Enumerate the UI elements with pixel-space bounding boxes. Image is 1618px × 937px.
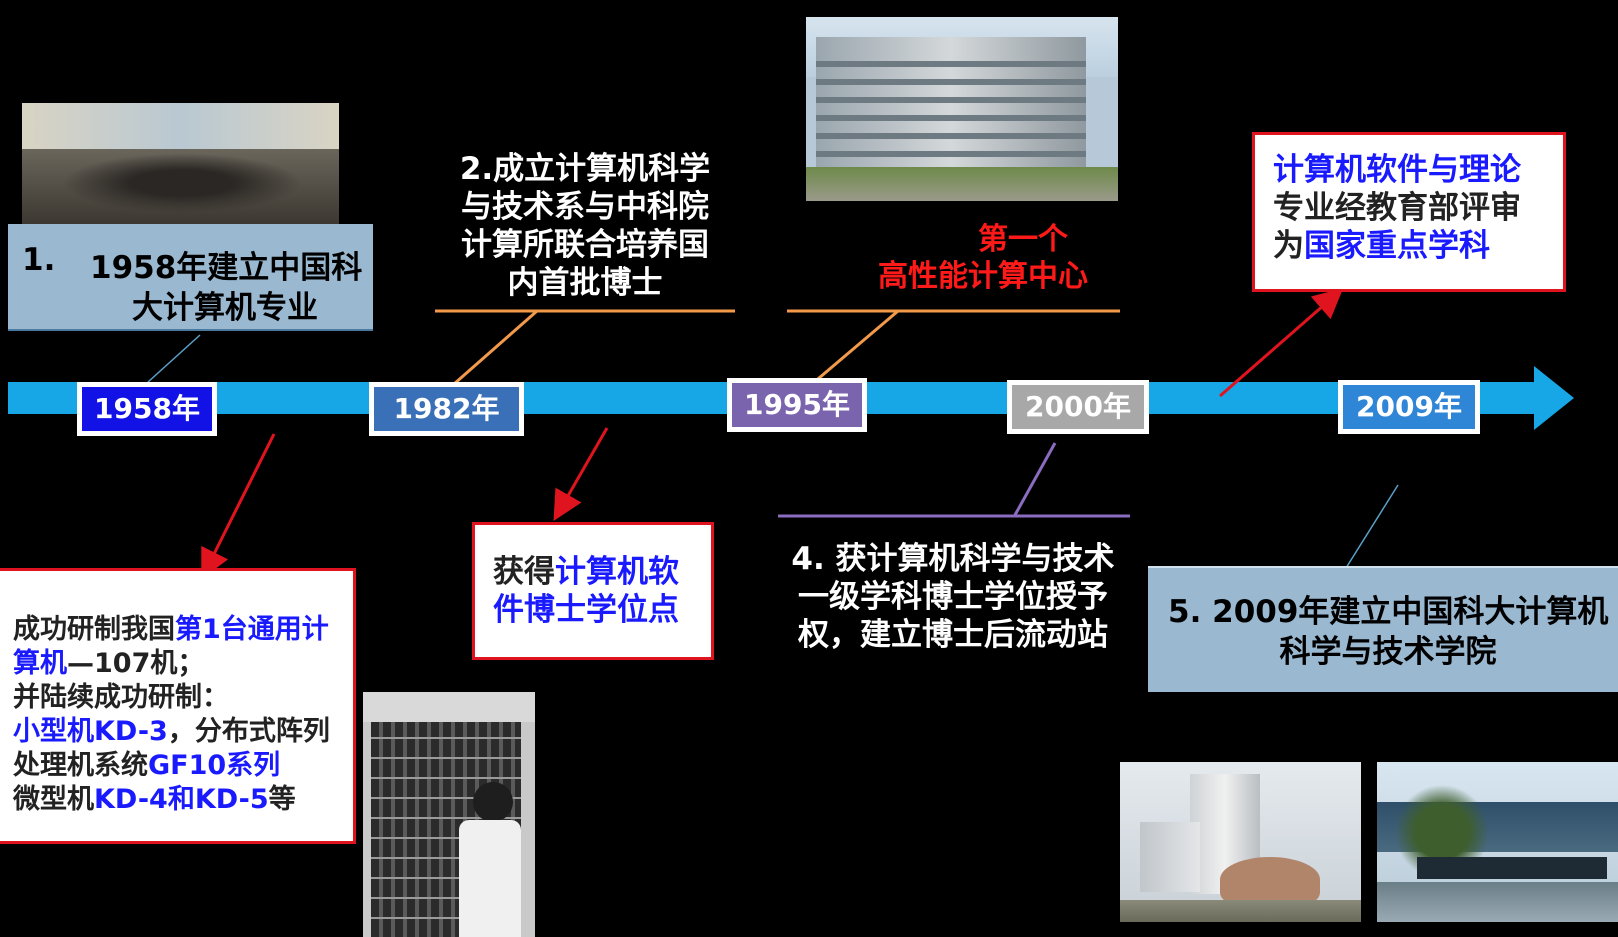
computer-107-photo <box>363 692 535 937</box>
phd-degree-box: 获得计算机软 件博士学位点 <box>472 522 714 660</box>
year-2009-badge: 2009年 <box>1338 380 1480 434</box>
event-1958-line1: 1958年建立中国科 <box>90 250 363 286</box>
timeline-arrowhead <box>1534 366 1574 430</box>
group-photo-1958 <box>22 103 339 226</box>
event-2009-line2: 科学与技术学院 <box>1279 634 1497 670</box>
event-1958-title-box: 1. 1958年建立中国科 大计算机专业 <box>8 224 373 331</box>
event-2009-box: 5. 2009年建立中国科大计算机 科学与技术学院 <box>1148 566 1618 692</box>
first-computer-box: 成功研制我国第1台通用计 算机—107机； 并陆续成功研制： 小型机KD-3，分… <box>0 568 356 844</box>
event-2009-line1: 5. 2009年建立中国科大计算机 <box>1168 594 1609 630</box>
year-1958-badge: 1958年 <box>77 382 217 436</box>
event-1995-text: 第一个 高性能计算中心 <box>878 222 1088 294</box>
building-photo-1995 <box>806 17 1118 201</box>
year-1995-badge: 1995年 <box>727 378 867 432</box>
software-theory-box: 计算机软件与理论 专业经教育部评审 为国家重点学科 <box>1252 132 1566 292</box>
event-2000-text: 4. 获计算机科学与技术 一级学科博士学位授予 权，建立博士后流动站 <box>791 541 1115 653</box>
event-1958-line2: 大计算机专业 <box>132 290 318 326</box>
event-1958-number: 1. <box>22 242 56 278</box>
campus-building-photo-2009-b <box>1377 762 1618 922</box>
campus-building-photo-2009-a <box>1120 762 1361 922</box>
year-2000-badge: 2000年 <box>1007 380 1149 434</box>
event-1982-text: 2.成立计算机科学 与技术系与中科院 计算所联合培养国 内首批博士 <box>459 151 711 301</box>
year-1982-badge: 1982年 <box>369 382 524 436</box>
